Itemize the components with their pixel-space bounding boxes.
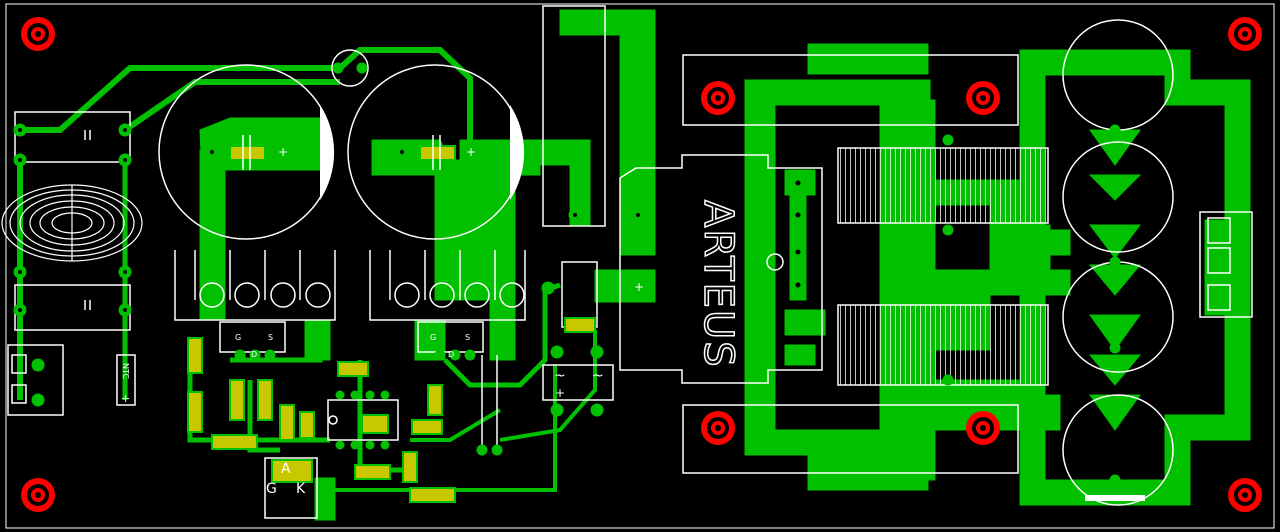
cap-left-plus: + [278, 145, 288, 159]
mosfet-right-d: D [448, 350, 454, 359]
bridge-plus: + [555, 386, 565, 400]
trace-bottom-7 [410, 408, 502, 442]
mount-hole-icon [21, 478, 55, 512]
copper-k-pad [314, 477, 336, 521]
bridge-tilde-right: ~ [592, 368, 604, 384]
silk-bottom-rail-box [682, 404, 1019, 474]
copper-right-top-bar [807, 43, 929, 75]
capacitor-icon [242, 135, 441, 170]
silk-input-terminal [7, 344, 64, 416]
mount-hole-icon [1228, 478, 1262, 512]
silk-heatsink-right [369, 250, 526, 321]
silk-top-box [542, 5, 606, 227]
copper-right-bar-low [754, 429, 931, 456]
silk-small-cap [331, 49, 369, 87]
mount-hole-icon [701, 81, 735, 115]
mount-hole-icon [966, 81, 1000, 115]
silk-transformer [619, 154, 823, 384]
mosfet-right-s: S [465, 333, 470, 342]
board-outline [5, 3, 1275, 529]
silk-mosfet-left [219, 321, 286, 353]
mount-holes [21, 17, 1262, 512]
trace-input-top [20, 65, 340, 133]
silk-ic [327, 399, 399, 441]
brand-label: ARTEUS [695, 200, 741, 369]
thyristor-g: G [266, 481, 277, 497]
trace-cap1-link [337, 47, 473, 150]
copper-layer [17, 9, 1251, 521]
silk-inductor-bottom [837, 304, 1049, 386]
mosfet-left-d: D [251, 350, 257, 359]
copper-right-frame [1019, 49, 1251, 506]
copper-right-vert-b [879, 79, 906, 456]
mosfet-right-g: G [430, 333, 436, 342]
silk-out-cap-2 [1062, 141, 1174, 253]
copper-trafo-pad-b [784, 344, 816, 366]
copper-trafo-pad-a [784, 309, 826, 336]
mount-hole-icon [701, 411, 735, 445]
mount-hole-icon [21, 17, 55, 51]
thyristor-a: A [281, 461, 291, 477]
thyristor-k: K [296, 481, 306, 497]
component-pads [187, 145, 596, 503]
trafo-pin-plus: + [634, 280, 644, 294]
mount-hole-icon [1228, 17, 1262, 51]
ntc-label: NTC [121, 363, 130, 379]
silk-text: ARTEUS NTC + + + + + ~ ~ G D S G D S A G… [121, 145, 742, 497]
cap-right-plus: + [466, 145, 476, 159]
silk-bridge-rectifier [542, 364, 614, 401]
copper-pour-right [434, 159, 516, 361]
silk-output-terminal [1199, 211, 1253, 318]
copper-right-vert-a [744, 79, 776, 456]
silk-top-rail-box [682, 54, 1019, 126]
mosfet-left-g: G [235, 333, 241, 342]
trace-bottom-2 [230, 345, 323, 363]
toroid-inductor-icon [1, 184, 143, 262]
silk-inductor-top [837, 147, 1049, 224]
silk-ntc-box [116, 354, 136, 406]
copper-diode-bridge [1088, 129, 1142, 431]
cap-polarity-marks [320, 105, 1145, 501]
copper-right-mid [989, 224, 1051, 296]
bridge-tilde-left: ~ [554, 368, 566, 384]
copper-right-edge [1204, 219, 1246, 316]
ntc-plus: + [121, 392, 130, 405]
silk-xcap-top [14, 111, 131, 163]
mosfet-left-s: S [268, 333, 273, 342]
silk-thyristor [264, 457, 318, 519]
silk-xcap-bottom [14, 284, 131, 331]
pad-drills [18, 128, 801, 312]
mount-hole-icon [966, 411, 1000, 445]
silk-layer [7, 5, 1253, 519]
silk-out-cap-4 [1062, 394, 1174, 506]
trace-rectifier [499, 330, 597, 442]
silk-heatsink-left [174, 250, 336, 321]
